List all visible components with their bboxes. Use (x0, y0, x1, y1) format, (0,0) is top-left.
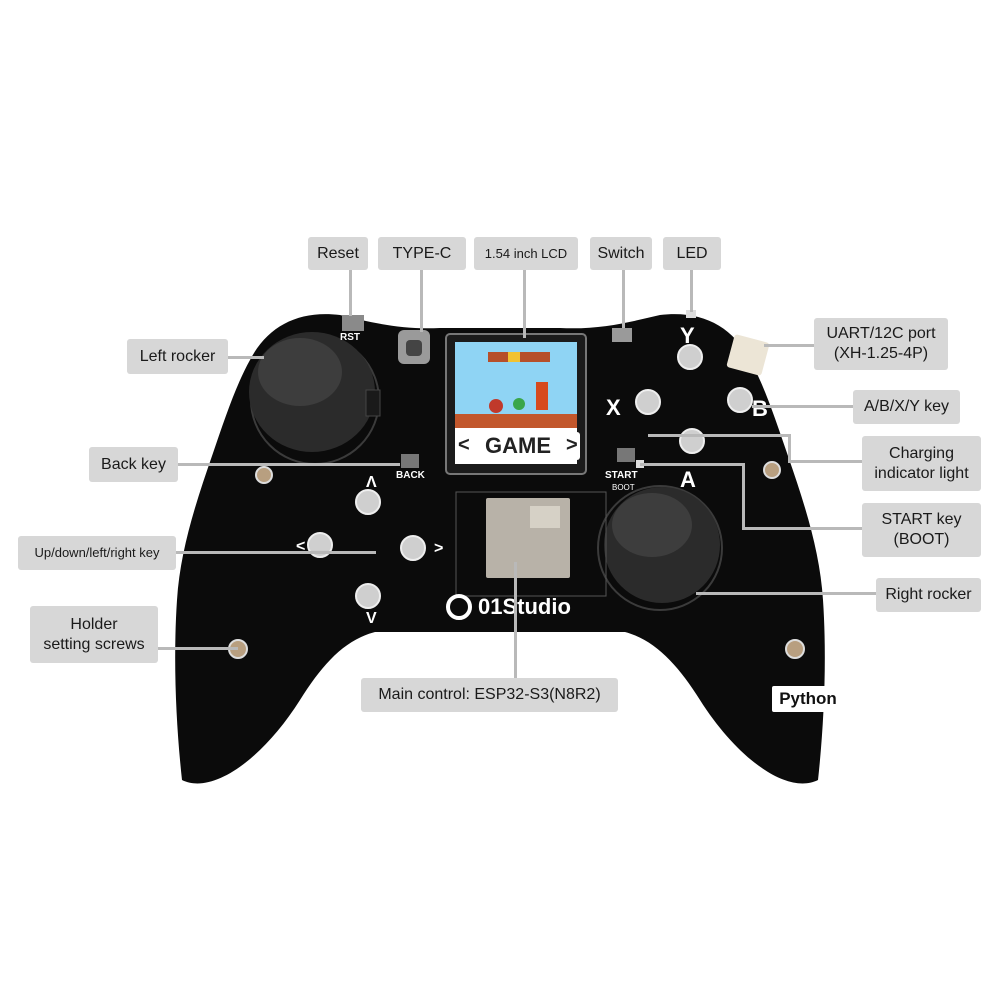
silk-x: X (606, 395, 621, 420)
callout-screws: Holder setting screws (30, 606, 158, 663)
connector-reset (349, 270, 352, 316)
python-badge: Python (772, 686, 844, 712)
lcd-left-arrow-icon: < (458, 434, 470, 456)
silk-a: A (680, 467, 696, 492)
start-button-shape (617, 448, 635, 462)
callout-dpad: Up/down/left/right key (18, 536, 176, 570)
reset-button-shape (342, 315, 364, 331)
silk-rst: RST (340, 332, 360, 343)
switch-shape (612, 328, 632, 342)
connector-charging-c (788, 460, 862, 463)
silk-right: > (434, 540, 444, 557)
silk-boot: BOOT (612, 483, 635, 492)
led-shape (686, 310, 696, 318)
callout-led: LED (663, 237, 721, 270)
connector-back-key (178, 463, 400, 466)
silk-y: Y (680, 323, 695, 348)
silk-start: START (605, 470, 638, 481)
connector-switch (622, 270, 625, 328)
callout-charging: Charging indicator light (862, 436, 981, 491)
connector-right-rocker (696, 592, 876, 595)
connector-lcd (523, 270, 526, 338)
connector-charging-b (788, 434, 791, 462)
connector-led (690, 270, 693, 312)
lcd-game-text: GAME (456, 432, 580, 460)
callout-start-key: START key (BOOT) (862, 503, 981, 557)
callout-main-control: Main control: ESP32-S3(N8R2) (361, 678, 618, 712)
connector-main-control (514, 562, 517, 678)
connector-start-b (742, 463, 745, 529)
connector-screws (158, 647, 238, 650)
brand-logo-icon (446, 594, 472, 620)
callout-abxy: A/B/X/Y key (853, 390, 960, 424)
connector-uart (764, 344, 816, 347)
connector-start-c (742, 527, 862, 530)
esp32-module (455, 491, 607, 597)
brand-name: 01Studio (478, 594, 571, 619)
callout-reset: Reset (308, 237, 368, 270)
right-rocker (597, 485, 723, 611)
silk-left: < (296, 538, 306, 555)
connector-abxy (752, 405, 854, 408)
callout-back-key: Back key (89, 447, 178, 482)
callout-uart: UART/12C port (XH-1.25-4P) (814, 318, 948, 370)
left-rocker (249, 332, 381, 465)
silk-b: B (752, 396, 768, 421)
silk-up: Λ (366, 474, 377, 491)
connector-start-a (640, 463, 744, 466)
back-button-shape (401, 454, 419, 468)
lcd-right-arrow-icon: > (566, 434, 578, 456)
callout-left-rocker: Left rocker (127, 339, 228, 374)
callout-lcd: 1.54 inch LCD (474, 237, 578, 270)
silk-back: BACK (396, 470, 425, 481)
connector-dpad (176, 551, 376, 554)
callout-switch: Switch (590, 237, 652, 270)
connector-charging-a (648, 434, 790, 437)
uart-connector-shape (726, 334, 770, 376)
callout-type-c: TYPE-C (378, 237, 466, 270)
silk-down: V (366, 610, 377, 627)
callout-right-rocker: Right rocker (876, 578, 981, 612)
connector-typec (420, 270, 423, 332)
face-buttons (307, 344, 753, 609)
connector-left-rocker (228, 356, 264, 359)
